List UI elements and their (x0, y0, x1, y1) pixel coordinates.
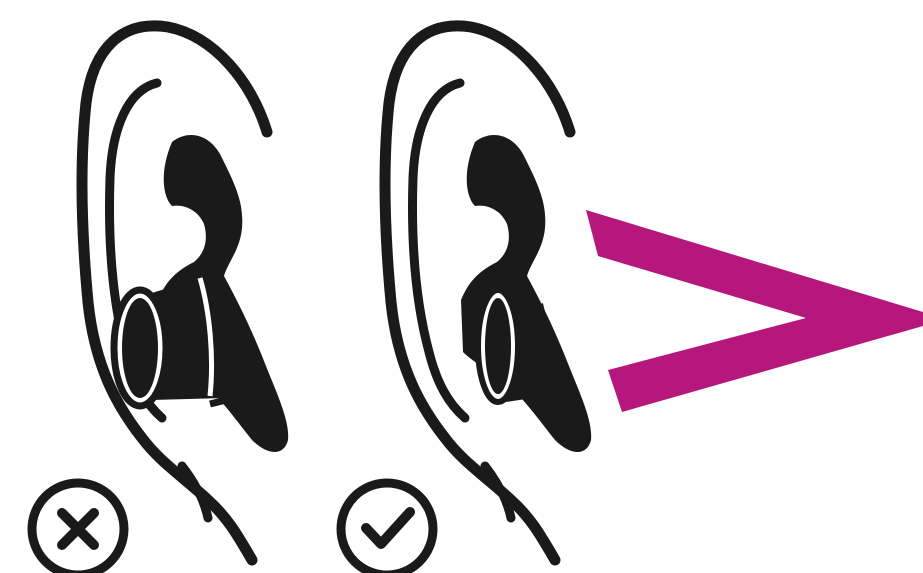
x-icon (62, 513, 94, 545)
check-icon (366, 512, 410, 544)
panel-correct-fit (341, 26, 591, 573)
panel-incorrect-fit (32, 26, 288, 573)
check-circle-icon (341, 483, 433, 573)
x-circle-icon (32, 483, 124, 573)
greater-than-icon (586, 210, 923, 412)
earbud-protruding (114, 274, 228, 406)
ear-antihelix (413, 83, 465, 418)
status-circle (341, 483, 433, 573)
earbud-face-fill (122, 298, 158, 398)
earbud-face-fill (485, 298, 511, 394)
